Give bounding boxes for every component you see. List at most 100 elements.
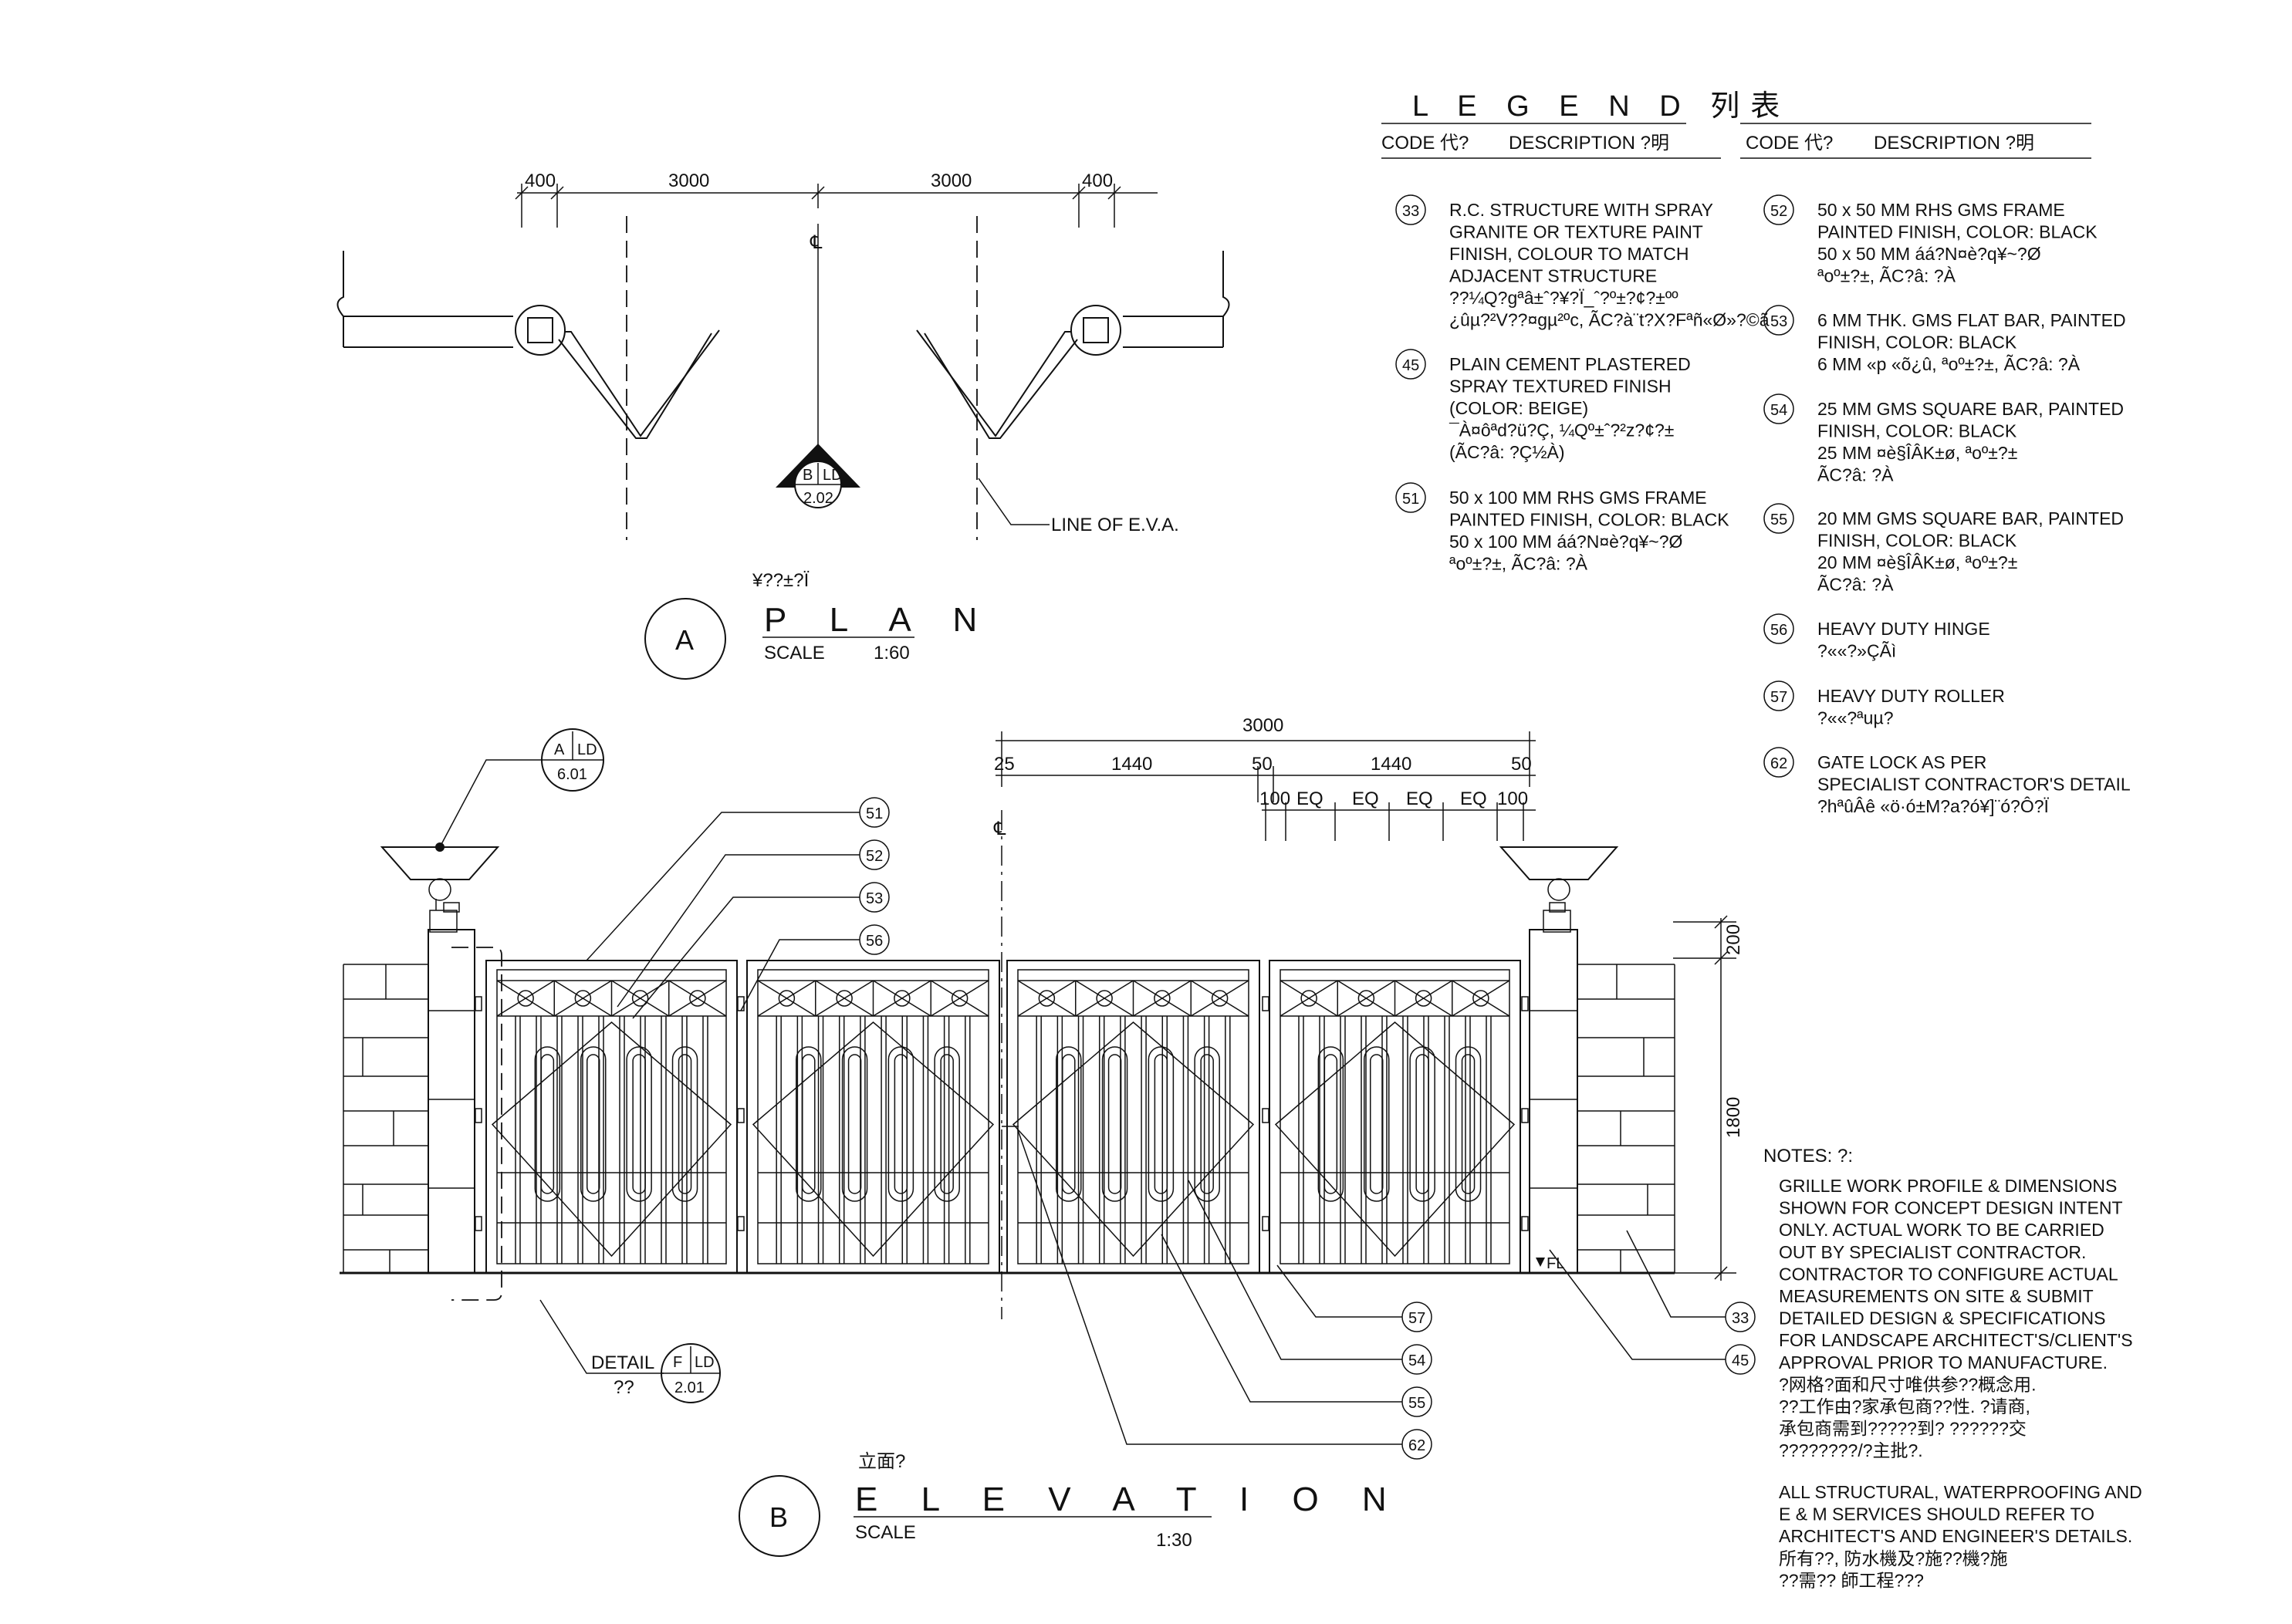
svg-text:6.01: 6.01 [557,766,587,783]
legend-code-circle [1763,613,1794,644]
plan-dim-400-right: 400 [1082,171,1113,191]
legend-description-line: ADJACENT STRUCTURE [1449,266,1657,286]
legend-description-line: GRANITE OR TEXTURE PAINT [1449,222,1703,242]
legend-description-line: FINISH, COLOR: BLACK [1817,531,2017,551]
notes-line: MEASUREMENTS ON SITE & SUBMIT [1779,1286,2094,1306]
elev-subdim: EQ [1352,788,1379,809]
legend-description-line: 25 MM ¤è§ÎÂK±ø, ªoº±?± [1817,443,2017,463]
detail-label: DETAIL [591,1352,654,1373]
legend-code: 53 [1770,313,1787,330]
legend-description-line: HEAVY DUTY HINGE [1817,619,1990,639]
legend-description-header: DESCRIPTION ?明 [1509,133,1669,154]
svg-text:A: A [554,741,565,758]
legend-description-line: 6 MM THK. GMS FLAT BAR, PAINTED [1817,310,2126,330]
elev-centerline-symbol: ℄ [993,819,1006,839]
gate-panel [746,960,1000,1274]
legend-description-line: PLAIN CEMENT PLASTERED [1449,354,1691,374]
legend-title: L E G E N D 列表 [1412,90,1790,123]
legend-description-line: FINISH, COLOR: BLACK [1817,333,2017,353]
callout-62 [1401,1429,1432,1460]
plan-dim-400-left: 400 [525,171,556,191]
callout-33-label: 33 [1732,1310,1749,1327]
gate-panel [485,960,738,1274]
elevation-view: 3000 25 1440 50 1440 50 100 EQ EQ EQ EQ … [340,715,1756,1557]
legend-description-line: SPECIALIST CONTRACTOR'S DETAIL [1817,775,2131,795]
elev-subdim: EQ [1296,788,1323,809]
notes-line: SHOWN FOR CONCEPT DESIGN INTENT [1779,1198,2123,1218]
legend-code-circle [1763,680,1794,711]
detail-label-cn: ?? [614,1377,634,1398]
callout-51-label: 51 [866,805,883,822]
svg-text:LD: LD [823,467,843,484]
elev-dim-50-right: 50 [1511,754,1532,775]
legend-code: 52 [1770,203,1787,220]
legend-description-line: ªoº±?±, ÃC?â: ?À [1449,554,1588,574]
elevation-title: E L E V A T I O N [855,1481,1404,1518]
hinge-icon [737,1108,745,1123]
notes-line: 所有??, 防水機及?施??機?施 [1779,1548,2008,1568]
callout-57-label: 57 [1408,1310,1425,1327]
notes-line: 承包商需到?????到? ??????交 [1779,1419,2027,1439]
legend-description-line: 25 MM GMS SQUARE BAR, PAINTED [1817,399,2124,419]
hinge-icon [1521,996,1529,1011]
svg-text:LD: LD [577,741,597,758]
notes-line: ALL STRUCTURAL, WATERPROOFING AND [1779,1482,2142,1502]
legend-description-line: 20 MM GMS SQUARE BAR, PAINTED [1817,508,2124,528]
legend-description-line: SPRAY TEXTURED FINISH [1449,376,1672,397]
callout-33 [1725,1302,1756,1332]
notes: NOTES: ?: GRILLE WORK PROFILE & DIMENSIO… [1763,1146,2142,1590]
plan-centerline-symbol: ℄ [810,232,823,253]
plan-title: P L A N [764,601,994,639]
legend-code-header: CODE 代? [1381,133,1469,154]
hinge-icon [475,996,482,1011]
elev-dim-200: 200 [1723,924,1744,955]
legend-description-line: ?««?ªuµ? [1817,708,1894,728]
notes-line: CONTRACTOR TO CONFIGURE ACTUAL [1779,1264,2118,1284]
notes-line: DETAILED DESIGN & SPECIFICATIONS [1779,1308,2105,1329]
legend-description-line: 50 x 100 MM áá?N¤è?q¥~?Ø [1449,532,1683,552]
hinge-icon [1262,1216,1269,1231]
legend-description-line: ¯À¤ôªd?ü?Ç, ¼Qº±ˆ?²z?¢?± [1449,420,1674,441]
hinge-icon [737,996,745,1011]
notes-line: FOR LANDSCAPE ARCHITECT'S/CLIENT'S [1779,1330,2133,1350]
notes-line: ARCHITECT'S AND ENGINEER'S DETAILS. [1779,1526,2132,1546]
legend-code: 62 [1770,755,1787,772]
gate-detail-marker: DETAIL ?? F LD 2.01 [539,1299,721,1403]
hinge-icon [1262,1108,1269,1123]
legend-description-line: 50 x 50 MM RHS GMS FRAME [1817,200,2065,220]
elev-subdim: EQ [1460,788,1487,809]
elev-dim-1440-right: 1440 [1371,754,1411,775]
legend-description-line: 20 MM ¤è§ÎÂK±ø, ªoº±?± [1817,552,2017,572]
legend-description-line: ÃC?â: ?À [1817,575,1894,595]
legend-description-line: 50 x 50 MM áá?N¤è?q¥~?Ø [1817,244,2041,264]
plan-title-cn: ¥??±?Ï [752,570,810,591]
legend-code-header: CODE 代? [1746,133,1833,154]
notes-line: ??需?? 師工程??? [1779,1570,1924,1590]
legend-code-circle [1763,305,1794,336]
legend-item-53: 53 6 MM THK. GMS FLAT BAR, PAINTED FINISH,… [1763,305,2126,374]
elevation-title-cn: 立面? [858,1451,905,1472]
legend-item-55: 55 20 MM GMS SQUARE BAR, PAINTED FINISH, C… [1763,503,2124,595]
legend-code: 45 [1402,357,1419,374]
notes-line: ????????/?主批?. [1779,1440,1923,1460]
legend-description-line: PAINTED FINISH, COLOR: BLACK [1449,510,1729,530]
legend: L E G E N D 列表 CODE 代? DESCRIPTION ?明 CO… [1381,90,2131,816]
notes-line: ONLY. ACTUAL WORK TO BE CARRIED [1779,1220,2104,1240]
lamp-detail-marker: A LD 6.01 [435,728,604,852]
legend-code-circle [1395,482,1426,513]
elev-dim-overall: 3000 [1242,715,1283,736]
plan-dim-3000-right: 3000 [931,171,972,191]
legend-code: 55 [1770,512,1787,528]
callout-54-label: 54 [1408,1352,1425,1369]
legend-description-line: 6 MM «p «õ¿û, ªoº±?±, ÃC?â: ?À [1817,354,2081,374]
callout-53-label: 53 [866,890,883,907]
fl-label: FL [1547,1255,1564,1272]
elev-dim-50-mid: 50 [1252,754,1273,775]
elev-subdim: 100 [1497,788,1528,809]
legend-code-circle [1763,503,1794,534]
plan-view: 400 3000 3000 400 ℄ LINE OF E.V.A. [336,171,1230,680]
legend-description-line: 50 x 100 MM RHS GMS FRAME [1449,488,1707,508]
